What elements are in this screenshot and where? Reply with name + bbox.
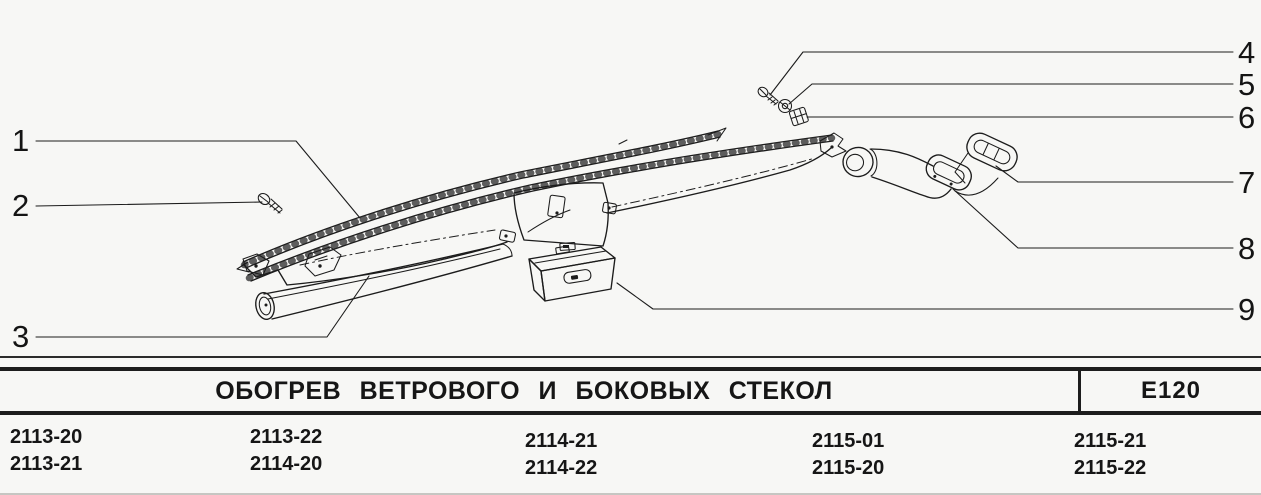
- callout-3: 3: [12, 319, 30, 354]
- callout-1: 1: [12, 123, 30, 158]
- model-codes: 2113-20 2113-21 2113-22 2114-20 2114-21 …: [0, 424, 1261, 484]
- diagram-drawing: [35, 51, 1234, 338]
- part-screw-left: [257, 192, 283, 214]
- table-top-thick-rule: [0, 367, 1261, 371]
- figure-code: E120: [1140, 377, 1202, 404]
- callout-leader-lines: [35, 51, 1234, 338]
- section-title-cell: ОБОГРЕВ ВЕТРОВОГО И БОКОВЫХ СТЕКОЛ: [0, 371, 1078, 411]
- callout-4: 4: [1238, 35, 1256, 70]
- model-code: 2115-21: [1074, 430, 1147, 452]
- model-code: 2115-01: [812, 430, 885, 452]
- callout-9: 9: [1238, 292, 1256, 327]
- part-side-vent-nozzle: [954, 132, 1018, 184]
- section-title: ОБОГРЕВ ВЕТРОВОГО И БОКОВЫХ СТЕКОЛ: [215, 376, 833, 405]
- model-code: 2115-20: [812, 457, 885, 479]
- model-column-2: 2113-22 2114-20: [250, 424, 322, 478]
- part-center-duct-box: [528, 245, 616, 302]
- scan-bottom-edge: [0, 493, 1261, 495]
- part-air-hose: [842, 146, 999, 199]
- part-dashboard-pad: [236, 127, 847, 286]
- part-clip: [788, 106, 809, 127]
- part-lower-duct: [255, 243, 513, 321]
- part-screw-top: [757, 86, 779, 106]
- callout-6: 6: [1238, 100, 1256, 135]
- figure-code-cell: E120: [1081, 371, 1261, 411]
- model-column-5: 2115-21 2115-22: [1074, 424, 1147, 479]
- model-column-3: 2114-21 2114-22: [525, 424, 598, 479]
- table-code-divider: [1078, 367, 1081, 415]
- model-code: 2114-21: [525, 430, 598, 452]
- model-code: 2115-22: [1074, 457, 1147, 479]
- table-bottom-thick-rule: [0, 411, 1261, 415]
- callout-8: 8: [1238, 231, 1256, 266]
- callout-2: 2: [12, 188, 30, 223]
- model-column-1: 2113-20 2113-21: [10, 424, 82, 478]
- model-code: 2113-20: [10, 426, 83, 448]
- callout-7: 7: [1238, 165, 1256, 200]
- part-washer: [777, 98, 793, 114]
- table-top-thin-rule: [0, 356, 1261, 358]
- model-column-4: 2115-01 2115-20: [812, 424, 885, 479]
- model-code: 2113-22: [250, 426, 323, 448]
- model-code: 2114-20: [250, 453, 323, 475]
- model-code: 2113-21: [10, 453, 83, 475]
- model-code: 2114-22: [525, 457, 598, 479]
- callout-5: 5: [1238, 67, 1256, 102]
